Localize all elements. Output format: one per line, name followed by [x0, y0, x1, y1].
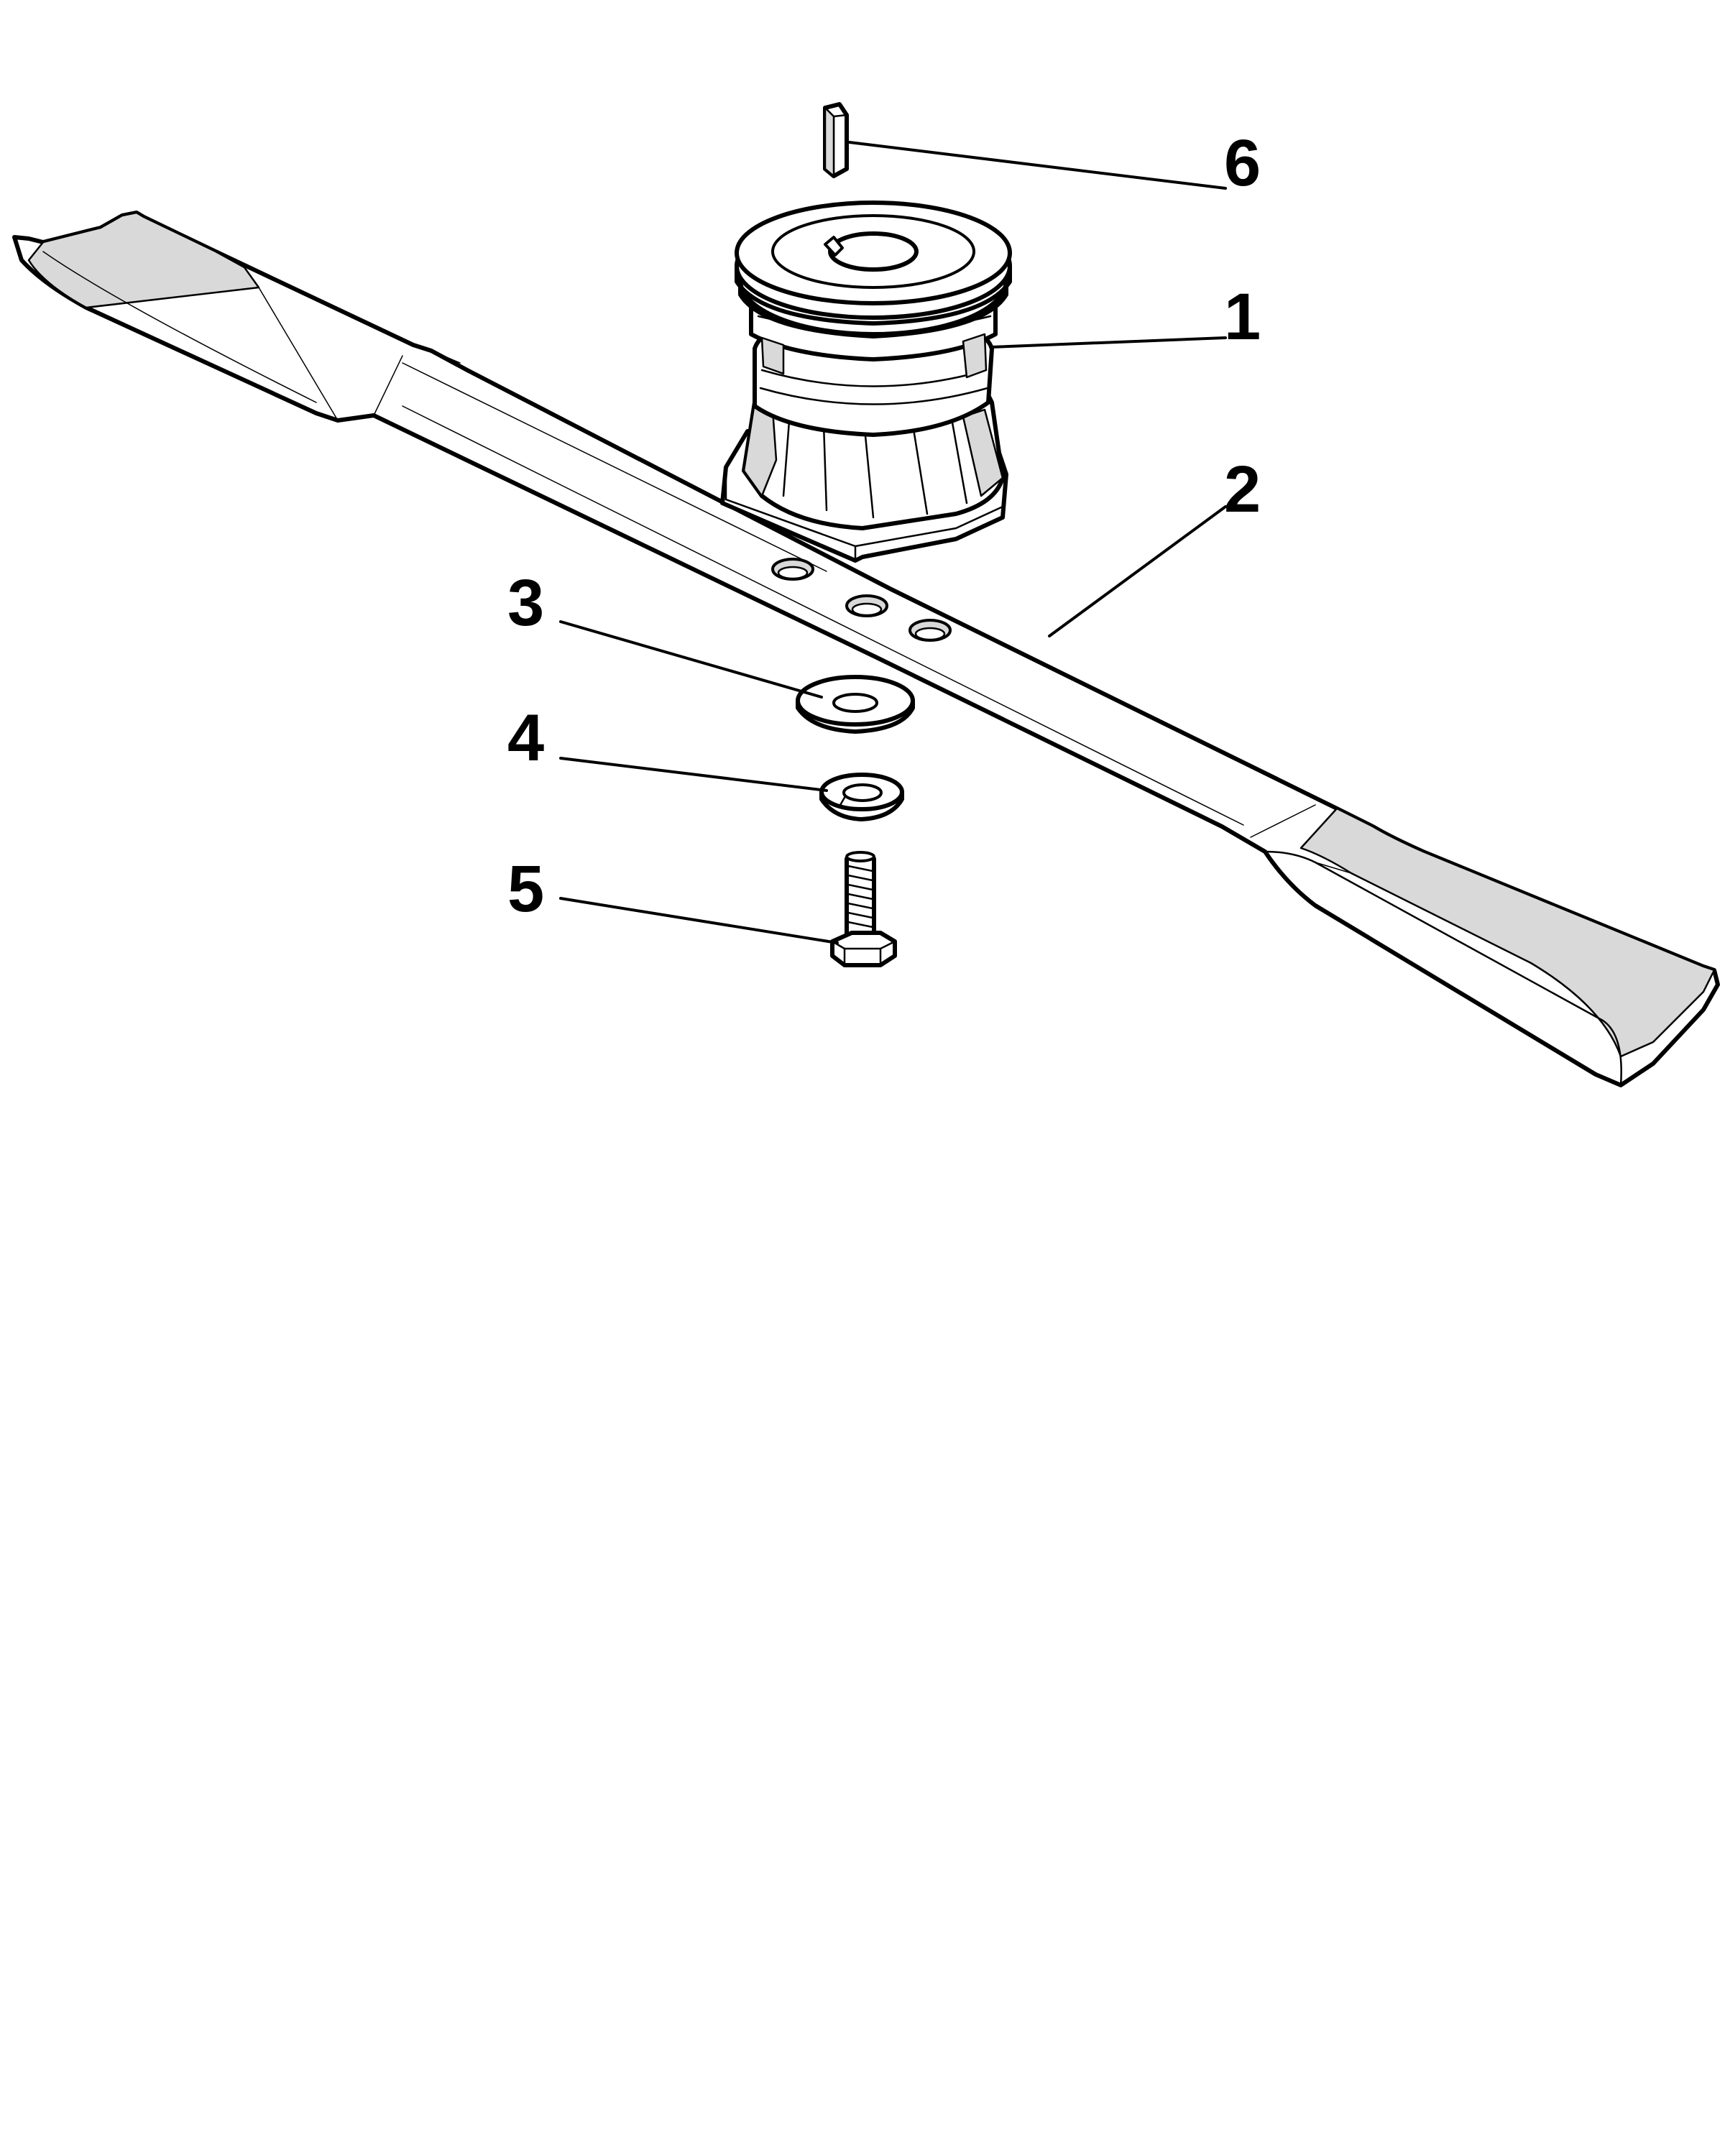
leader-line-2	[1048, 505, 1227, 637]
spring-washer	[819, 773, 904, 821]
leader-line-3	[559, 620, 823, 699]
callout-4: 4	[507, 701, 544, 775]
flat-washer	[796, 675, 915, 734]
shaft-key	[823, 102, 849, 178]
callout-3: 3	[507, 566, 544, 640]
blade-adapter-hub	[720, 201, 1012, 563]
callout-6: 6	[1224, 126, 1261, 200]
hex-bolt	[830, 851, 897, 967]
callout-1: 1	[1224, 280, 1261, 354]
callout-5: 5	[507, 852, 544, 926]
callout-numbers: 6 1 2 3 4 5	[507, 126, 1261, 926]
leader-line-4	[559, 757, 828, 792]
cutting-blade	[12, 211, 1720, 1087]
leader-line-1	[989, 336, 1227, 349]
leader-line-6	[848, 141, 1227, 190]
callout-2: 2	[1224, 453, 1261, 526]
leader-line-5	[559, 897, 839, 944]
leader-lines	[559, 141, 1227, 944]
